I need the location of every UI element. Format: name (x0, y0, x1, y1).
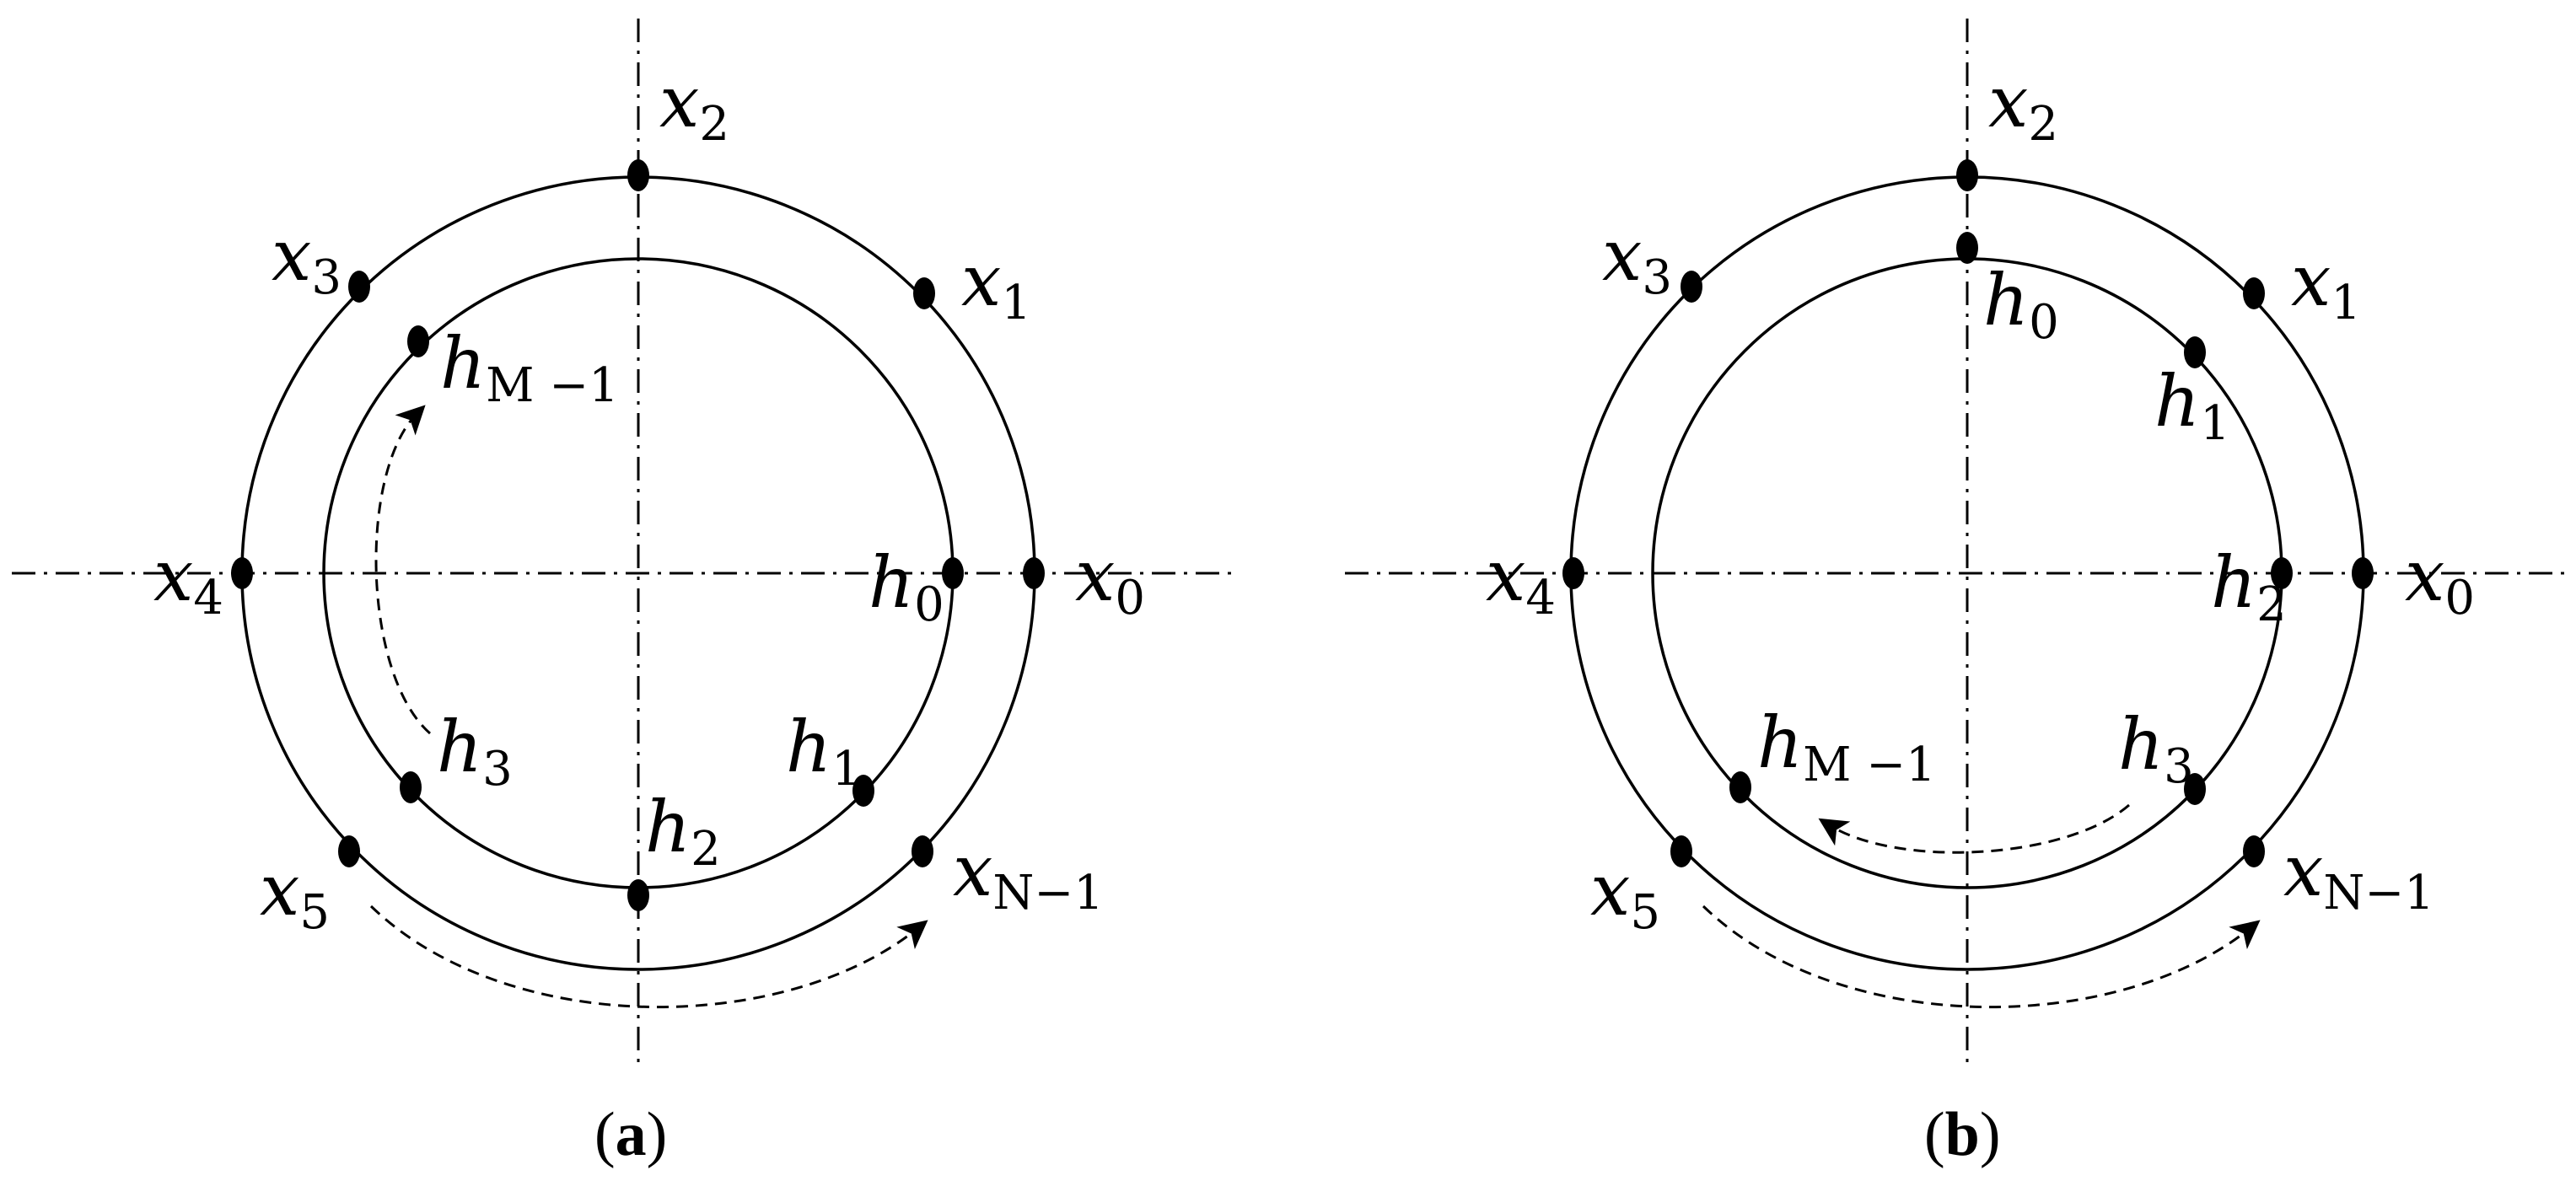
inner-rotation-arrow (1818, 803, 2130, 854)
xN-1-label: xN−1 (2283, 829, 2434, 921)
x1-label: x1 (2291, 239, 2361, 330)
x4-point (231, 557, 253, 589)
hM-1-point (407, 325, 429, 357)
x4-label: x4 (153, 534, 223, 625)
h3-label: h3 (437, 706, 513, 797)
h1-label: h1 (786, 706, 862, 797)
x5-point (338, 835, 360, 867)
panel-b: x0 x1 x2 x3 x4 x5 xN−1 h0 h1 h2 h3 hM −1… (1345, 19, 2568, 1169)
x0-label: x0 (1075, 534, 1145, 625)
h2-label: h2 (2211, 541, 2287, 632)
x2-label: x2 (659, 61, 729, 152)
caption-a: (a) (594, 1100, 667, 1169)
x4-point (1562, 557, 1584, 589)
h2-label: h2 (645, 786, 721, 877)
panel-a: x0 x1 x2 x3 x4 x5 xN−1 h0 h1 h2 h3 hM −1… (12, 19, 1240, 1169)
xN-1-point (2243, 835, 2265, 867)
xN-1-label: xN−1 (953, 829, 1104, 921)
x0-label: x0 (2405, 534, 2475, 625)
caption-b: (b) (1924, 1100, 2000, 1169)
hM-1-label: hM −1 (1757, 701, 1936, 792)
h3-point (400, 771, 422, 803)
x3-point (1681, 271, 1702, 303)
h0-label: h0 (1983, 259, 2059, 350)
hM-1-point (1729, 771, 1751, 803)
h0-point (942, 557, 964, 589)
x0-point (2352, 557, 2374, 589)
xN-1-point (912, 835, 933, 867)
h3-point (2184, 773, 2206, 805)
x3-point (348, 271, 370, 303)
h2-point (2271, 557, 2293, 589)
h3-label: h3 (2118, 703, 2194, 794)
h0-point (1956, 232, 1978, 264)
hM-1-label: hM −1 (440, 322, 619, 413)
x1-point (2243, 277, 2265, 309)
h2-point (627, 879, 649, 911)
x0-point (1023, 557, 1045, 589)
x1-label: x1 (961, 239, 1031, 330)
outer-rotation-arrow (1702, 905, 2261, 1009)
x5-label: x5 (260, 849, 330, 940)
x5-label: x5 (1590, 849, 1660, 940)
x4-label: x4 (1486, 534, 1556, 625)
outer-rotation-arrow (369, 905, 928, 1009)
x1-point (913, 277, 935, 309)
x2-point (627, 159, 649, 191)
h0-label: h0 (869, 541, 944, 632)
x3-label: x3 (1602, 214, 1672, 305)
x2-label: x2 (1988, 61, 2058, 152)
h1-label: h1 (2154, 360, 2230, 451)
x3-label: x3 (272, 214, 341, 305)
inner-rotation-arrow (374, 405, 431, 735)
x5-point (1670, 835, 1692, 867)
x2-point (1956, 159, 1978, 191)
h1-point (2184, 336, 2206, 368)
h1-point (852, 775, 874, 807)
